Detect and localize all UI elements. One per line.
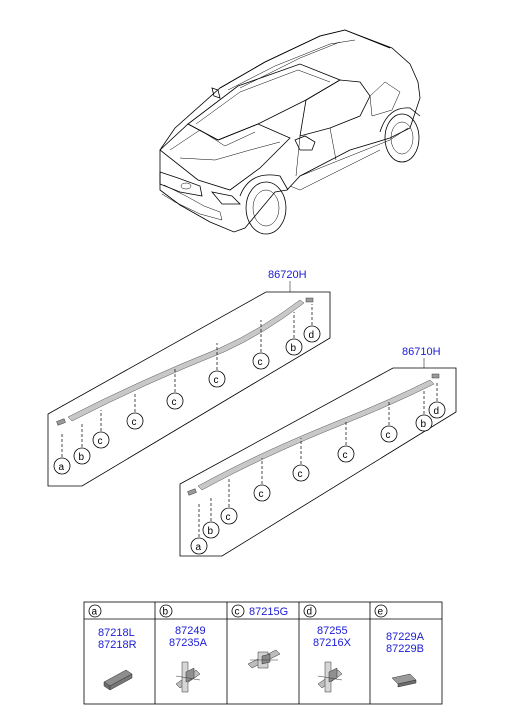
svg-text:c: c xyxy=(343,450,348,461)
roof-molding-strip xyxy=(197,379,435,491)
lower-callouts: a b c c c c c b d xyxy=(190,382,446,555)
svg-text:c: c xyxy=(259,489,264,500)
legend-part-number: 87255 xyxy=(317,625,348,637)
svg-text:c: c xyxy=(298,469,303,480)
legend-key-d: d xyxy=(303,604,317,618)
pad-part-icon xyxy=(391,673,417,688)
clip-assembly-icon xyxy=(317,661,343,693)
end-cap-part-icon xyxy=(305,297,314,303)
svg-text:e: e xyxy=(378,607,384,618)
legend-part-number: 87215G xyxy=(249,606,288,618)
svg-text:c: c xyxy=(172,397,177,408)
assembly-frame xyxy=(47,291,331,487)
legend-part-number: 87218R xyxy=(98,639,137,651)
svg-text:c: c xyxy=(235,607,240,618)
svg-text:b: b xyxy=(163,607,169,618)
legend-key-a: a xyxy=(88,604,102,618)
legend-part-number: 87249 xyxy=(175,625,206,637)
end-cap-part-icon xyxy=(56,418,66,426)
assembly-part-number: 86710H xyxy=(402,346,441,358)
svg-text:a: a xyxy=(92,607,98,618)
upper-callouts: a b c c c c c b d xyxy=(53,304,321,475)
assembly-part-number: 86720H xyxy=(268,269,307,281)
end-cap-part-icon xyxy=(431,373,440,379)
assembly-frame xyxy=(179,367,457,557)
svg-text:c: c xyxy=(214,375,219,386)
lower-molding-assembly: 86710H xyxy=(179,346,457,557)
svg-text:b: b xyxy=(291,343,297,354)
svg-text:c: c xyxy=(98,436,103,447)
svg-text:a: a xyxy=(196,542,202,553)
legend-part-number: 87216X xyxy=(313,637,352,649)
upper-molding-assembly: 86720H xyxy=(47,269,331,487)
legend-part-number: 87235A xyxy=(169,637,208,649)
vehicle-illustration xyxy=(159,29,421,235)
svg-text:b: b xyxy=(79,452,85,463)
svg-text:b: b xyxy=(208,526,214,537)
svg-text:c: c xyxy=(258,357,263,368)
svg-text:c: c xyxy=(226,512,231,523)
svg-text:d: d xyxy=(309,330,315,341)
legend-part-number: 87218L xyxy=(98,627,135,639)
svg-text:d: d xyxy=(307,607,313,618)
legend-key-c: c 87215G xyxy=(231,604,288,618)
legend-part-number: 87229A xyxy=(386,631,425,643)
svg-text:b: b xyxy=(421,419,427,430)
roof-molding-strip xyxy=(67,299,305,422)
legend-key-b: b xyxy=(159,604,173,618)
clip-assembly-icon xyxy=(175,661,201,693)
svg-text:c: c xyxy=(132,417,137,428)
legend-key-e: e xyxy=(374,604,388,618)
svg-text:c: c xyxy=(386,430,391,441)
svg-text:a: a xyxy=(59,462,65,473)
parts-legend-table: a b c 87215G d e 87218L 87218R 87249 872… xyxy=(83,601,443,705)
legend-part-number: 87229B xyxy=(386,643,424,655)
end-cap-part-icon xyxy=(103,669,133,691)
end-cap-part-icon xyxy=(187,488,197,496)
svg-text:d: d xyxy=(434,406,440,417)
clip-icon xyxy=(247,649,281,669)
